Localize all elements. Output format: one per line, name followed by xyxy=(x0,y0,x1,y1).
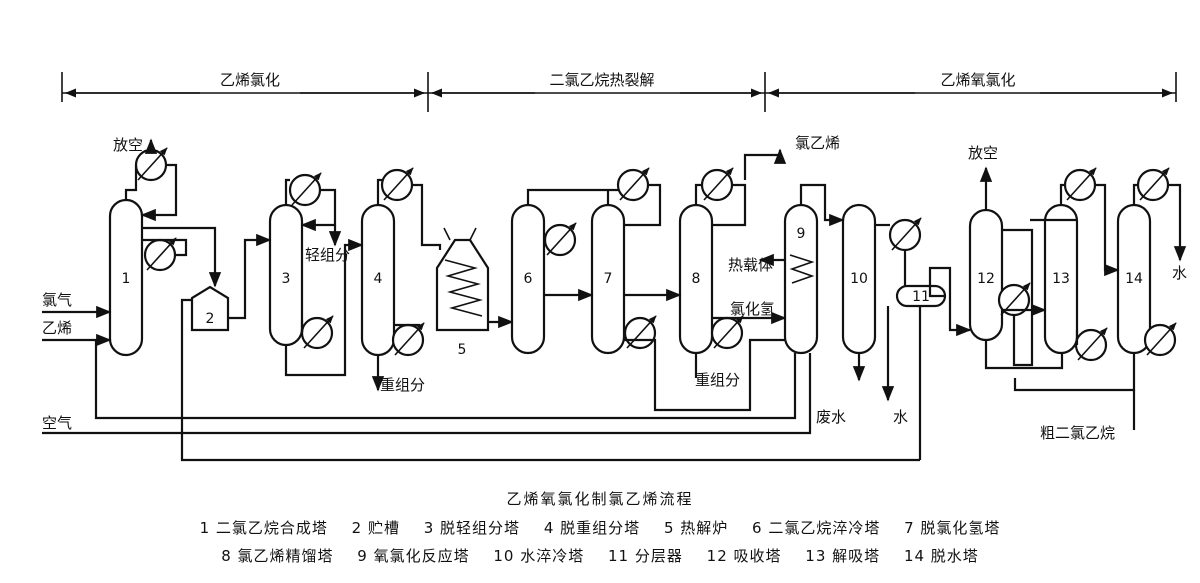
legend-item: 12 吸收塔 xyxy=(706,547,782,565)
equipment-number-9: 9 xyxy=(797,226,806,242)
legend-item: 13 解吸塔 xyxy=(805,547,881,565)
legend-item: 4 脱重组分塔 xyxy=(543,519,641,537)
legend-item: 5 热解炉 xyxy=(663,519,729,537)
legend-item: 1 二氯乙烷合成塔 xyxy=(199,519,328,537)
label-water-14: 水 xyxy=(1172,264,1187,282)
exchanger-icon xyxy=(710,315,744,350)
process-flow-diagram: 乙烯氯化 二氯乙烷热裂解 乙烯氧氯化 xyxy=(42,71,1187,462)
legend-item: 6 二氯乙烷淬冷塔 xyxy=(752,519,881,537)
exchanger-icon xyxy=(1074,327,1108,362)
label-heat-carrier: 热载体 xyxy=(728,256,773,274)
stream-labels: 放空 氯气 乙烯 轻组分 重组分 氯乙烯 热载体 氯化氢 重组分 放空 废水 水… xyxy=(42,134,1187,442)
legend-line-2: 8 氯乙烯精馏塔 9 氧氯化反应塔 10 水淬冷塔 11 分层器 12 吸收塔 … xyxy=(0,545,1200,566)
tank-2 xyxy=(190,285,230,332)
equipment-number-12: 12 xyxy=(977,271,995,287)
label-crude-edc: 粗二氯乙烷 xyxy=(1040,424,1115,442)
equipment-numbers: 1 2 3 4 5 6 7 8 9 10 11 12 13 14 xyxy=(122,226,1143,358)
legend-item: 8 氯乙烯精馏塔 xyxy=(221,547,334,565)
exchanger-icon xyxy=(300,315,334,350)
equipment-number-2: 2 xyxy=(206,311,215,327)
exchanger-icon xyxy=(700,167,734,202)
label-vent-12: 放空 xyxy=(968,144,998,162)
equipment-number-8: 8 xyxy=(692,271,701,287)
equipment-number-11: 11 xyxy=(912,289,930,305)
legend-item: 11 分层器 xyxy=(608,547,683,565)
exchanger-icon xyxy=(380,167,414,202)
exchanger-icon xyxy=(543,222,577,257)
furnace-5 xyxy=(435,238,490,332)
legend-item: 10 水淬冷塔 xyxy=(493,547,585,565)
section-header: 乙烯氯化 二氯乙烷热裂解 乙烯氧氯化 xyxy=(61,71,1177,112)
section-label-oxychlorination: 乙烯氧氯化 xyxy=(940,71,1015,89)
legend-item: 7 脱氯化氢塔 xyxy=(904,519,1001,537)
vessels xyxy=(108,198,1152,357)
equipment-number-3: 3 xyxy=(282,271,291,287)
legend-item: 9 氧氯化反应塔 xyxy=(357,547,470,565)
equipment-number-1: 1 xyxy=(122,271,131,287)
exchanger-icon xyxy=(143,237,177,272)
label-hcl: 氯化氢 xyxy=(730,300,775,318)
label-heavy-ends-4: 重组分 xyxy=(380,376,425,394)
exchanger-icon xyxy=(888,217,922,252)
equipment-number-10: 10 xyxy=(850,271,868,287)
equipment-number-4: 4 xyxy=(374,271,383,287)
section-label-pyrolysis: 二氯乙烷热裂解 xyxy=(549,71,654,89)
label-light-ends: 轻组分 xyxy=(305,246,350,264)
legend-item: 14 脱水塔 xyxy=(903,547,979,565)
exchanger-icon xyxy=(288,172,322,207)
label-air: 空气 xyxy=(42,414,72,432)
label-ethylene: 乙烯 xyxy=(42,319,72,337)
process-lines xyxy=(42,138,1187,462)
exchanger-icon xyxy=(616,167,650,202)
exchanger-icon xyxy=(1143,322,1177,357)
section-label-chlorination: 乙烯氯化 xyxy=(220,71,280,89)
label-vent-1: 放空 xyxy=(113,136,143,154)
label-chlorine: 氯气 xyxy=(42,291,72,309)
exchanger-icon xyxy=(391,322,425,357)
legend-line-1: 1 二氯乙烷合成塔 2 贮槽 3 脱轻组分塔 4 脱重组分塔 5 热解炉 6 二… xyxy=(0,517,1200,538)
legend-item: 2 贮槽 xyxy=(351,519,400,537)
equipment-number-5: 5 xyxy=(458,342,467,358)
figure-caption-title: 乙烯氧氯化制氯乙烯流程 xyxy=(506,490,694,508)
label-heavy-ends-8: 重组分 xyxy=(695,371,740,389)
equipment-number-14: 14 xyxy=(1125,271,1143,287)
legend-item: 3 脱轻组分塔 xyxy=(423,519,521,537)
exchanger-icon xyxy=(1063,167,1097,202)
equipment-number-6: 6 xyxy=(524,271,533,287)
exchanger-icon xyxy=(1136,167,1170,202)
label-water-10: 水 xyxy=(893,408,908,426)
equipment-number-13: 13 xyxy=(1052,271,1070,287)
label-vinyl-chloride: 氯乙烯 xyxy=(795,134,840,152)
exchanger-icon xyxy=(623,315,657,350)
label-waste-water: 废水 xyxy=(816,408,846,426)
equipment-number-7: 7 xyxy=(604,271,613,287)
